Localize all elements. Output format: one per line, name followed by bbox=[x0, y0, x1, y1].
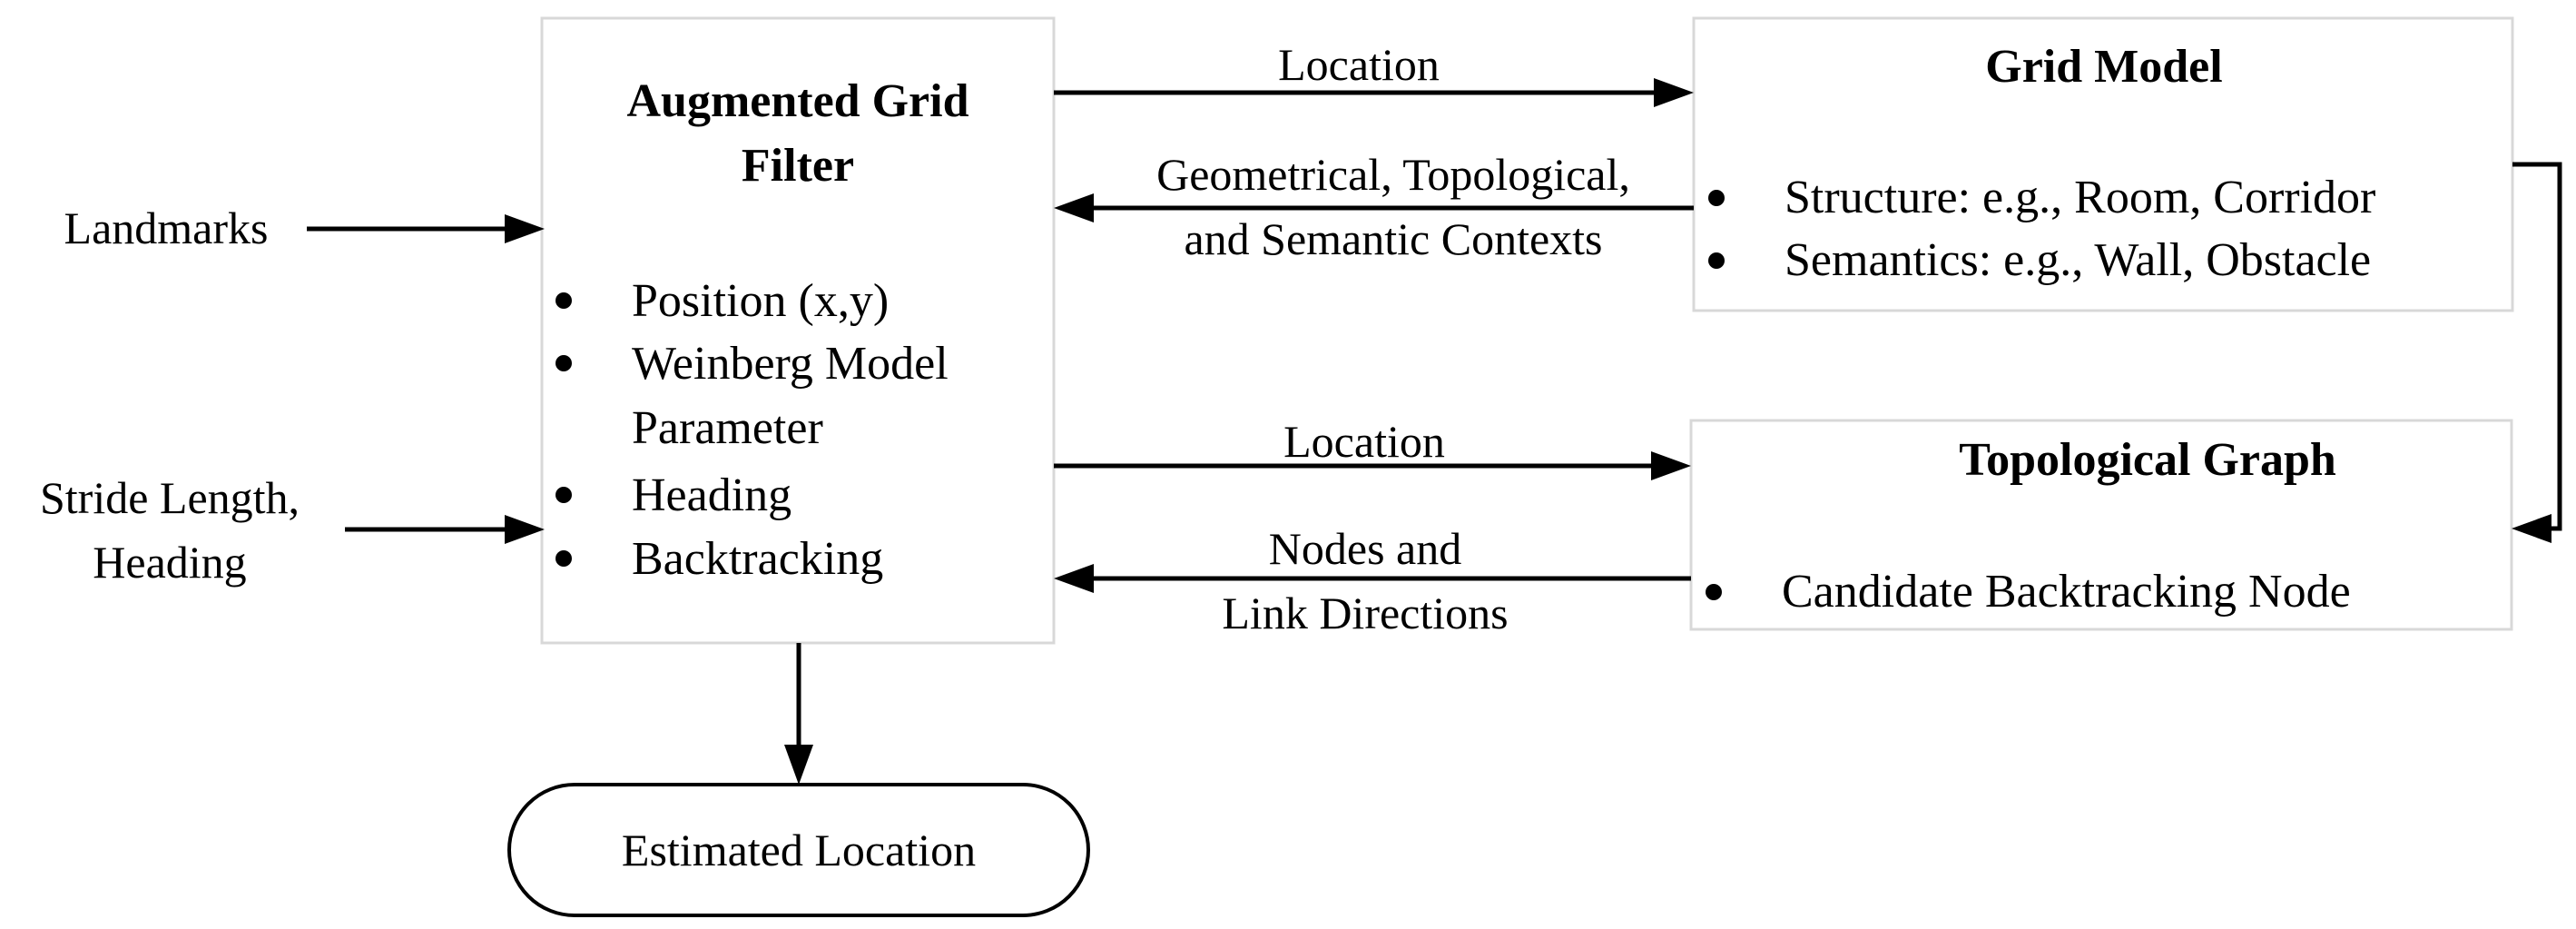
augmented-grid-filter-title: Augmented Grid bbox=[627, 75, 969, 127]
augmented-grid-filter-box bbox=[540, 16, 1056, 645]
to-topo-location-label: Location bbox=[1283, 416, 1445, 467]
bullet-weinberg: Weinberg Model bbox=[632, 338, 949, 390]
arrows bbox=[307, 78, 2562, 785]
grid-to-topo-connector bbox=[2512, 162, 2562, 531]
candidate-backtracking-item: Candidate Backtracking Node bbox=[1782, 566, 2351, 618]
grid-structure-item: Structure: e.g., Room, Corridor bbox=[1785, 172, 2375, 223]
estimated-location-label: Estimated Location bbox=[622, 825, 976, 875]
bullet-dot bbox=[556, 292, 572, 309]
grid-model-title: Grid Model bbox=[1985, 41, 2222, 93]
landmarks-label: Landmarks bbox=[64, 203, 269, 253]
to-grid-location-label: Location bbox=[1278, 39, 1440, 90]
bullet-dot bbox=[556, 550, 572, 567]
bullet-dot bbox=[556, 355, 572, 371]
from-grid-context-label-2: and Semantic Contexts bbox=[1184, 213, 1602, 264]
augmented-grid-filter-title-2: Filter bbox=[742, 140, 854, 192]
bullet-dot bbox=[1708, 252, 1725, 269]
stride-heading-label: Heading bbox=[93, 537, 246, 588]
from-grid-context-label: Geometrical, Topological, bbox=[1156, 149, 1630, 200]
bullet-weinberg-2: Parameter bbox=[632, 402, 823, 454]
topological-graph-title: Topological Graph bbox=[1959, 434, 2336, 486]
stride-length-label: Stride Length, bbox=[40, 472, 300, 523]
topological-graph-box bbox=[1689, 419, 2513, 631]
from-topo-nodes-label-2: Link Directions bbox=[1222, 588, 1508, 638]
bullet-dot bbox=[556, 487, 572, 503]
from-topo-nodes-label: Nodes and bbox=[1269, 523, 1461, 574]
bullet-backtracking: Backtracking bbox=[632, 533, 883, 585]
bullet-heading: Heading bbox=[632, 469, 791, 521]
bullet-dot bbox=[1706, 584, 1722, 600]
bullet-position: Position (x,y) bbox=[632, 275, 889, 327]
grid-model-box bbox=[1692, 16, 2514, 312]
bullet-dot bbox=[1708, 190, 1725, 206]
grid-semantics-item: Semantics: e.g., Wall, Obstacle bbox=[1785, 234, 2371, 286]
filter-bullets: Position (x,y) Weinberg Model Parameter … bbox=[556, 275, 949, 585]
